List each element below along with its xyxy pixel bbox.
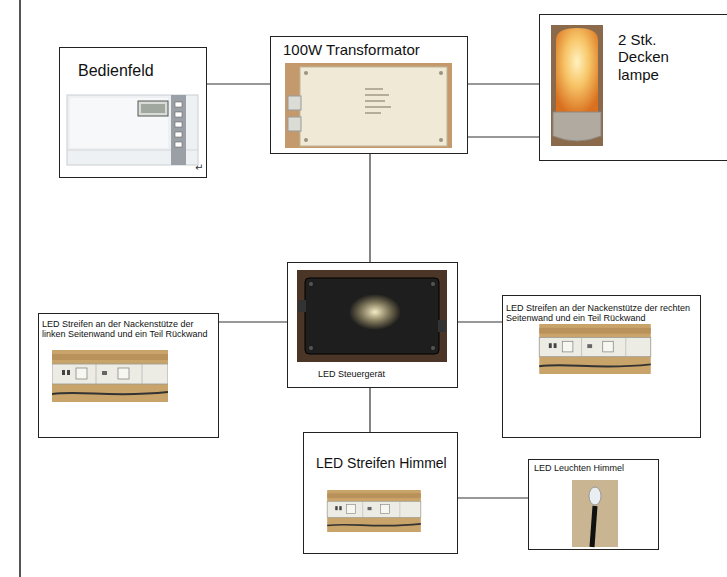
- connection-line: [219, 321, 287, 322]
- led-strip-photo: [52, 350, 168, 402]
- connection-line: [458, 497, 528, 498]
- component-box: 2 Stk. Decken lampe: [539, 14, 727, 161]
- led-strip-photo: [327, 490, 421, 532]
- box-label: LED Streifen an der Nackenstütze der rec…: [506, 303, 699, 324]
- led-controller-photo: [297, 270, 447, 362]
- box-label: 100W Transformator: [283, 41, 463, 58]
- led-light-photo: [572, 480, 618, 547]
- component-box: LED Streifen an der Nackenstütze der rec…: [502, 295, 701, 438]
- control-panel-photo: [67, 95, 198, 165]
- component-box: LED Streifen an der Nackenstütze der lin…: [38, 313, 219, 438]
- transformer-photo: [285, 63, 452, 148]
- led-strip-photo: [539, 324, 651, 374]
- margin-line: [19, 0, 21, 577]
- box-label: LED Leuchten Himmel: [534, 463, 656, 473]
- connection-line: [369, 388, 370, 432]
- box-label: 2 Stk. Decken lampe: [618, 31, 680, 83]
- box-label: LED Streifen Himmel: [316, 455, 456, 471]
- component-box: LED Steuergerät: [287, 262, 458, 388]
- box-label: Bedienfeld: [78, 62, 198, 80]
- component-box: LED Leuchten Himmel: [528, 459, 659, 550]
- component-box: Bedienfeld: [59, 47, 207, 178]
- component-box: 100W Transformator: [270, 36, 468, 154]
- ceiling-lamp-photo: [551, 25, 603, 146]
- box-label: LED Steuergerät: [318, 369, 448, 379]
- connection-line: [468, 136, 539, 137]
- connection-line: [458, 321, 502, 322]
- note-mark: ↵: [195, 162, 203, 173]
- connection-line: [468, 83, 539, 84]
- box-label: LED Streifen an der Nackenstütze der lin…: [42, 319, 217, 340]
- connection-line: [369, 154, 370, 262]
- connection-line: [207, 83, 270, 84]
- component-box: LED Streifen Himmel: [303, 432, 458, 554]
